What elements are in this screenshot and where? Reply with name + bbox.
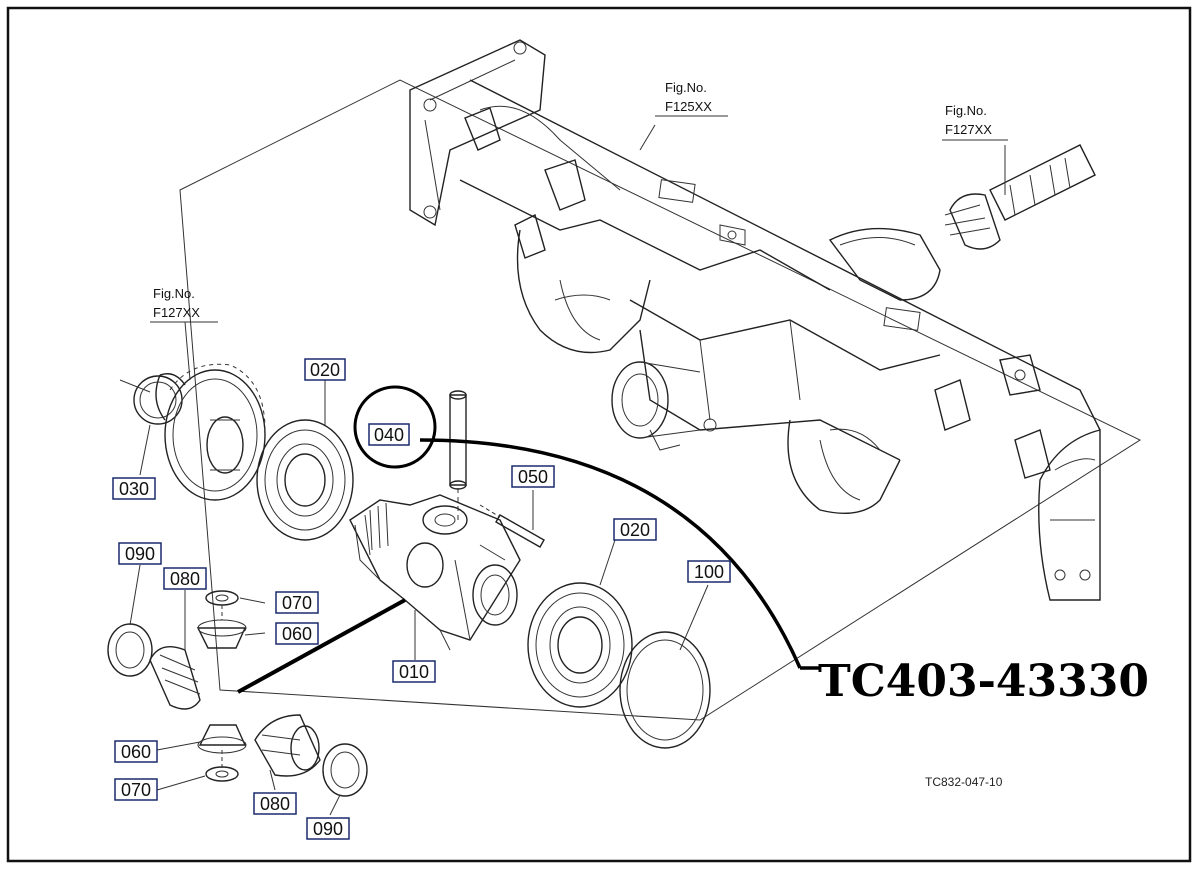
figure-ref-number: F125XX [665, 99, 712, 114]
differential-case [349, 494, 521, 651]
axle-housing [409, 39, 1101, 601]
callout-label: 090 [125, 544, 155, 564]
callout-label: 050 [518, 467, 548, 487]
callout-090-top[interactable]: 090 [118, 542, 162, 565]
figure-ref-label: Fig.No. [153, 286, 195, 301]
bearing-right [527, 582, 633, 708]
figure-ref-number: F127XX [153, 305, 200, 320]
callout-label: 100 [694, 562, 724, 582]
callout-label: 020 [310, 360, 340, 380]
assembly-plane [179, 79, 1142, 721]
figure-ref-number: F127XX [945, 122, 992, 137]
callout-010[interactable]: 010 [392, 660, 436, 683]
callout-020-right[interactable]: 020 [613, 518, 657, 541]
callout-label: 020 [620, 520, 650, 540]
callout-label: 070 [121, 780, 151, 800]
lock-pin [449, 390, 467, 520]
callout-060-top[interactable]: 060 [275, 622, 319, 645]
figure-ref-top-right: Fig.No. F127XX [942, 103, 1008, 141]
callout-090-bottom[interactable]: 090 [306, 817, 350, 840]
pinion-shaft [944, 144, 1096, 250]
callout-label: 010 [399, 662, 429, 682]
highlight-circle [353, 385, 437, 469]
page-frame [6, 6, 1192, 863]
callout-080-bottom[interactable]: 080 [253, 792, 297, 815]
callout-020-top[interactable]: 020 [304, 358, 346, 381]
callout-070-top[interactable]: 070 [275, 591, 319, 614]
pointer-arrow-010 [237, 598, 406, 694]
part-highlight-pointer [419, 438, 802, 669]
leader-lines [129, 124, 1006, 816]
callout-070-bottom[interactable]: 070 [114, 778, 158, 801]
figure-ref-left: Fig.No. F127XX [150, 286, 218, 323]
callout-label: 060 [282, 624, 312, 644]
figure-ref-label: Fig.No. [665, 80, 707, 95]
part-number: TC403-43330 [818, 656, 1149, 707]
callout-060-bottom[interactable]: 060 [114, 740, 158, 763]
callout-label: 040 [374, 425, 404, 445]
callout-030[interactable]: 030 [112, 477, 156, 500]
callout-label: 090 [313, 819, 343, 839]
bearing-left [256, 419, 354, 541]
callout-label: 070 [282, 593, 312, 613]
o-ring [619, 631, 711, 749]
drawing-code: TC832-047-10 [925, 775, 1003, 789]
callout-040[interactable]: 040 [368, 423, 410, 446]
callout-label: 080 [260, 794, 290, 814]
ring-gear-assembly [119, 363, 266, 501]
roll-pin [479, 504, 545, 548]
figure-ref-top-center: Fig.No. F125XX [655, 80, 728, 117]
callout-100[interactable]: 100 [687, 560, 731, 583]
callout-label: 030 [119, 479, 149, 499]
gear-set [107, 590, 368, 797]
callout-label: 060 [121, 742, 151, 762]
callout-label: 080 [170, 569, 200, 589]
callout-080-top[interactable]: 080 [163, 567, 207, 590]
figure-ref-label: Fig.No. [945, 103, 987, 118]
callout-050[interactable]: 050 [511, 465, 555, 488]
